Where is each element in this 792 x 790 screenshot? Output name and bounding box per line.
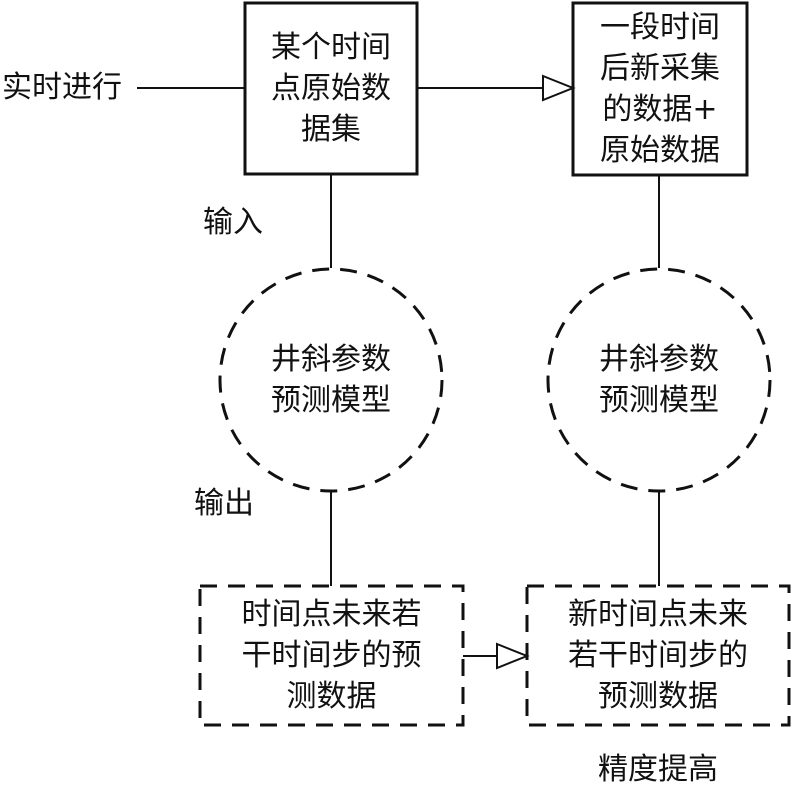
- model-left-text: 井斜参数 预测模型: [220, 330, 442, 430]
- realtime-label: 实时进行: [2, 70, 122, 105]
- top-arrow-head: [542, 74, 576, 102]
- output-label: 输出: [194, 486, 254, 521]
- prediction-left-line: 时间点未来若: [241, 597, 422, 632]
- original-dataset-line: 某个时间: [271, 30, 391, 65]
- input-label: 输入: [203, 205, 263, 240]
- new-dataset-line: 原始数据: [600, 133, 720, 168]
- prediction-right-line: 若干时间步的: [568, 638, 748, 673]
- prediction-left-line: 测数据: [286, 679, 377, 714]
- model-left-line: 预测模型: [271, 383, 391, 418]
- prediction-left-line: 干时间步的预: [241, 638, 422, 673]
- original-dataset-text: 某个时间 点原始数 据集: [245, 3, 417, 174]
- prediction-left-box: [198, 584, 465, 727]
- original-dataset-line: 点原始数: [271, 71, 391, 106]
- model-right-line: 预测模型: [599, 383, 719, 418]
- original-dataset-line: 据集: [301, 112, 361, 147]
- new-dataset-line: 后新采集: [600, 51, 720, 86]
- model-right-text: 井斜参数 预测模型: [548, 330, 770, 430]
- prediction-right-text: 新时间点未来 若干时间步的 预测数据: [527, 586, 789, 725]
- new-dataset-line: 的数据+: [602, 92, 718, 127]
- prediction-right-line: 新时间点未来: [568, 597, 748, 632]
- model-left-line: 井斜参数: [271, 342, 391, 377]
- prediction-right-line: 预测数据: [598, 679, 718, 714]
- bottom-arrow-head: [496, 642, 530, 670]
- model-right-line: 井斜参数: [599, 342, 719, 377]
- new-dataset-text: 一段时间 后新采集 的数据+ 原始数据: [573, 3, 747, 175]
- accuracy-label: 精度提高: [598, 752, 718, 787]
- prediction-left-text: 时间点未来若 干时间步的预 测数据: [200, 586, 463, 725]
- new-dataset-line: 一段时间: [600, 10, 720, 45]
